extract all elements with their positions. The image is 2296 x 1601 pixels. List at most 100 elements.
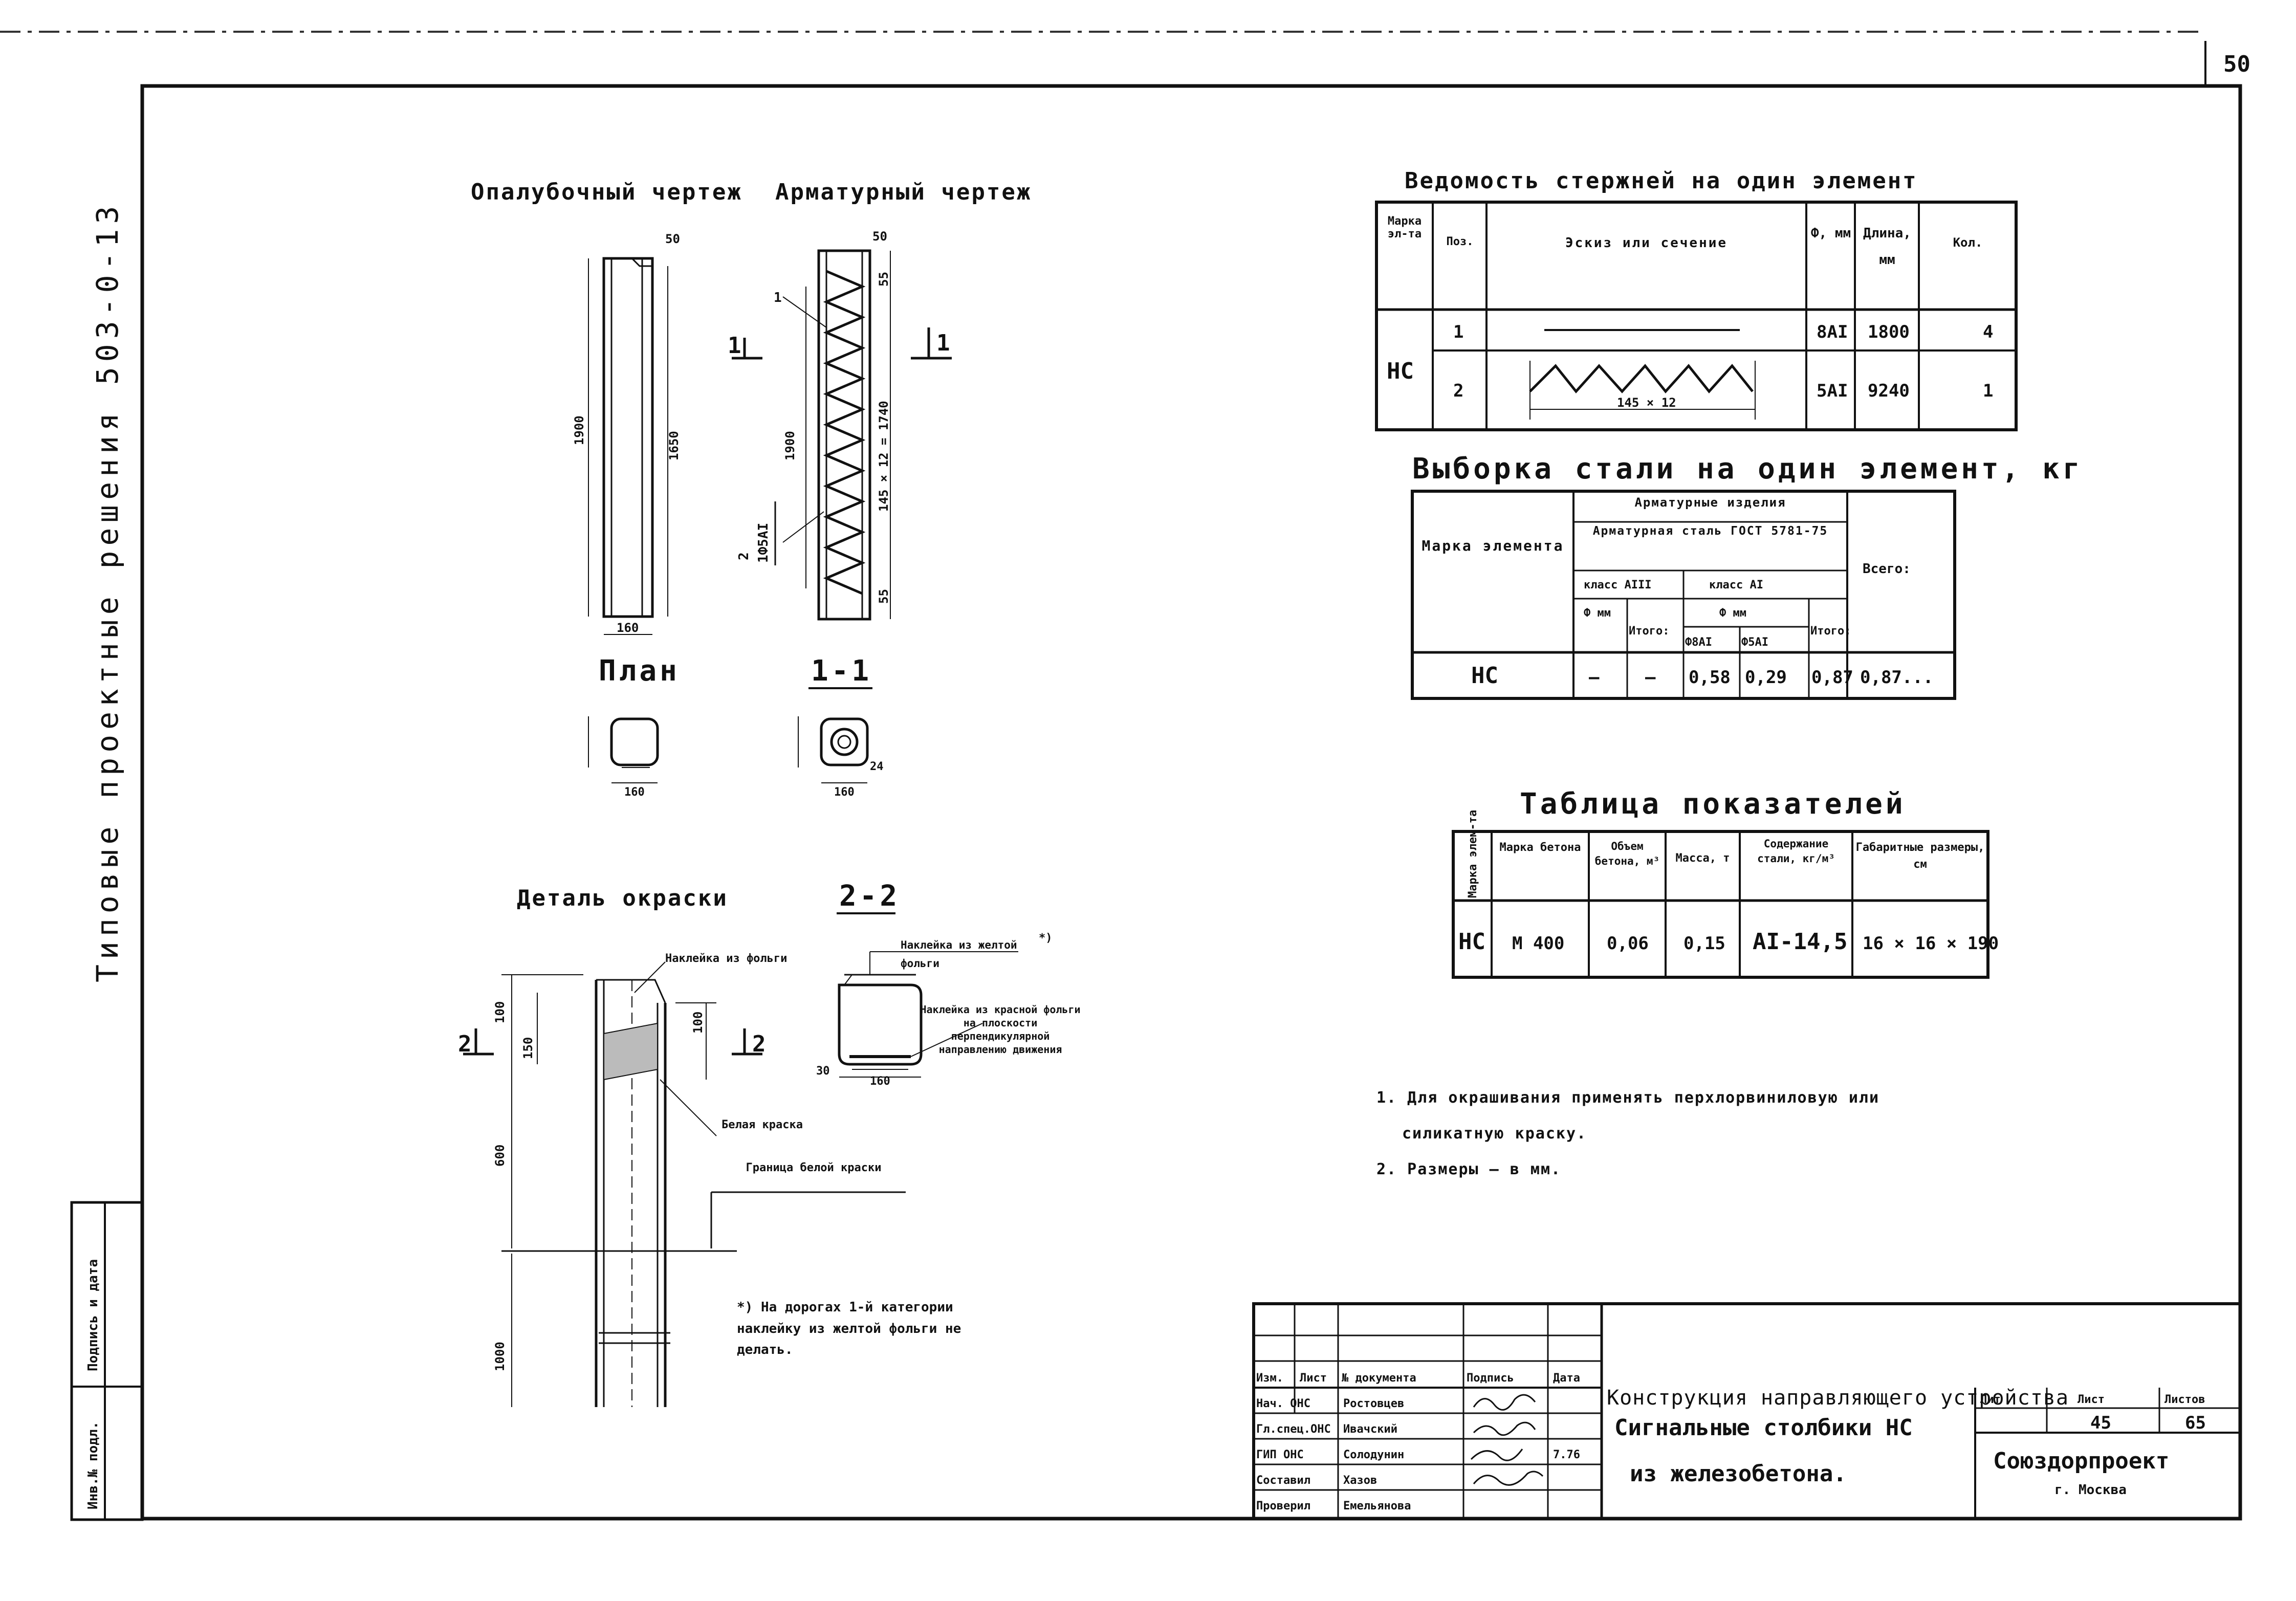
plan-dim-160: 160 bbox=[624, 786, 645, 799]
section-mark-1-left bbox=[732, 338, 762, 360]
steel-row-phi8: 0,58 bbox=[1689, 667, 1731, 688]
steel-h-mark: Марка элемента bbox=[1422, 537, 1562, 554]
side-title: Типовые проектные решения 503-0-13 bbox=[90, 201, 125, 982]
bars-row2-length: 9240 bbox=[1868, 381, 1910, 401]
tb-name-3: Хазов bbox=[1343, 1474, 1377, 1487]
bars-h-sketch: Эскиз или сечение bbox=[1565, 235, 1726, 251]
dim-55-top: 55 bbox=[877, 272, 891, 287]
steel-row-c1-total: 0,87 bbox=[1811, 667, 1853, 688]
painting-detail-heading: Деталь окраски bbox=[517, 885, 728, 911]
reinforcement-heading: Арматурный чертеж bbox=[775, 179, 1032, 205]
title-block-grid bbox=[1252, 1302, 2242, 1520]
side-stamp-sign: Подпись и дата bbox=[85, 1259, 101, 1371]
section-1-1-heading: 1-1 bbox=[811, 654, 872, 688]
tb-sheets-label: Листов bbox=[2164, 1393, 2205, 1406]
steel-h-phi-mm-3: Ф мм bbox=[1584, 607, 1611, 620]
dim-1650: 1650 bbox=[667, 431, 681, 460]
steel-table-grid bbox=[1411, 490, 1956, 700]
tb-h-doc: № документа bbox=[1342, 1372, 1416, 1385]
bars-element-mark: НС bbox=[1387, 358, 1414, 384]
section-dim-160: 160 bbox=[834, 786, 855, 799]
bars-h-dia: Ф, мм bbox=[1811, 226, 1851, 241]
tb-title-1: Конструкция направляющего устройства bbox=[1607, 1386, 2069, 1410]
steel-h-total3: Итого: bbox=[1629, 625, 1669, 638]
tb-role-3: Составил bbox=[1256, 1474, 1310, 1487]
tb-city: г. Москва bbox=[2054, 1482, 2127, 1498]
section-mark-1-right-label: 1 bbox=[936, 330, 952, 356]
tb-org: Союздорпроект bbox=[1993, 1448, 2169, 1474]
ind-row-2: 0,06 bbox=[1607, 933, 1649, 954]
bars-h-length: Длина, мм bbox=[1863, 226, 1911, 268]
ind-h-5: Габаритные размеры, см bbox=[1856, 841, 1985, 871]
tb-h-sheet: Лист bbox=[1300, 1372, 1327, 1385]
label-film-red: Наклейка из красной фольги на плоскости … bbox=[920, 1003, 1080, 1056]
ind-row-5: 16 × 16 × 190 bbox=[1863, 933, 1999, 954]
dim-50-reinforcement: 50 bbox=[872, 229, 887, 244]
bars-row2-dia: 5АI bbox=[1817, 381, 1848, 401]
label-footnote-mark: *) bbox=[1039, 932, 1053, 945]
reinforcement-elevation bbox=[782, 249, 891, 621]
steel-row-total: 0,87... bbox=[1860, 667, 1933, 688]
ind-h-1: Марка бетона bbox=[1500, 841, 1581, 854]
ind-row-4: АI-14,5 bbox=[1753, 929, 1847, 955]
tb-role-1: Гл.спец.ОНС bbox=[1256, 1423, 1331, 1436]
tb-h-rev: Изм. bbox=[1256, 1372, 1283, 1385]
section-2-2-view bbox=[838, 951, 1018, 1078]
section-2-dim-160: 160 bbox=[870, 1075, 890, 1088]
bars-row1-pos: 1 bbox=[1453, 322, 1463, 342]
bars-row2-sketch-label: 145 × 12 bbox=[1617, 396, 1676, 410]
tb-h-date: Дата bbox=[1553, 1372, 1580, 1385]
steel-h-class1: класс АI bbox=[1709, 579, 1763, 591]
tb-stage-label: Лит bbox=[1980, 1393, 2001, 1406]
ind-h-3: Масса, т bbox=[1676, 852, 1730, 865]
tb-role-0: Нач. ОНС bbox=[1256, 1397, 1310, 1410]
tb-sheet-label: Лист bbox=[2078, 1393, 2105, 1406]
indicators-table-title: Таблица показателей bbox=[1520, 787, 1906, 821]
tb-date-2: 7.76 bbox=[1553, 1449, 1580, 1461]
bars-table-title: Ведомость стержней на один элемент bbox=[1405, 168, 1918, 194]
steel-table-title: Выборка стали на один элемент, кг bbox=[1412, 452, 2083, 486]
label-film-yellow: Наклейка из желтой фольги bbox=[901, 939, 1017, 970]
dim-100-paint-right: 100 bbox=[691, 1012, 705, 1034]
bars-row1-length: 1800 bbox=[1868, 322, 1910, 342]
steel-h-total: Всего: bbox=[1863, 561, 1911, 577]
spiral-dimension: 145 × 12 = 1740 bbox=[877, 401, 891, 512]
steel-h-phi5: Ф5АI bbox=[1741, 636, 1768, 649]
tb-name-4: Емельянова bbox=[1343, 1500, 1411, 1512]
dim-600-paint: 600 bbox=[493, 1145, 507, 1167]
footnote: *) На дорогах 1-й категории наклейку из … bbox=[737, 1300, 961, 1357]
bar-mark-1: 1 bbox=[774, 290, 782, 305]
bar-callout: 1Ф5АI bbox=[756, 523, 771, 563]
bars-row2-pos: 2 bbox=[1453, 381, 1463, 401]
section-mark-1-left-label: 1 bbox=[728, 333, 743, 359]
steel-row-c3-phi: — bbox=[1589, 667, 1600, 688]
ind-h-0: Марка элем-та bbox=[1467, 810, 1479, 898]
section-dim-24: 24 bbox=[870, 760, 884, 773]
dim-160-formwork: 160 bbox=[617, 621, 639, 635]
note-1: 1. Для окрашивания применять перхлорвини… bbox=[1376, 1089, 1879, 1107]
dim-55-bottom: 55 bbox=[877, 589, 891, 604]
dim-50-formwork: 50 bbox=[665, 232, 680, 246]
tb-h-sign: Подпись bbox=[1467, 1372, 1514, 1385]
corner-sheet-number: 50 bbox=[2223, 51, 2250, 77]
tb-name-2: Солодунин bbox=[1343, 1449, 1404, 1461]
ind-row-0: НС bbox=[1458, 929, 1485, 955]
steel-h-phi-mm-1: Ф мм bbox=[1719, 607, 1746, 620]
sheet-frame bbox=[140, 84, 2242, 1521]
steel-row-c3-total: — bbox=[1645, 667, 1656, 688]
note-1-cont: силикатную краску. bbox=[1402, 1125, 1587, 1143]
label-white-paint: Белая краска bbox=[721, 1118, 803, 1131]
bars-h-mark: Марка эл-та bbox=[1388, 215, 1422, 240]
section-mark-2-right bbox=[732, 1028, 762, 1056]
tb-sheets: 65 bbox=[2185, 1413, 2206, 1433]
bars-row1-qty: 4 bbox=[1983, 322, 1993, 342]
bars-row2-qty: 1 bbox=[1983, 381, 1993, 401]
dim-100-paint: 100 bbox=[493, 1001, 507, 1023]
dim-1000-paint: 1000 bbox=[493, 1342, 507, 1371]
ind-h-2: Объем бетона, м³ bbox=[1595, 840, 1659, 867]
tb-name-1: Ивачский bbox=[1343, 1423, 1397, 1436]
section-mark-2-right-label: 2 bbox=[752, 1031, 768, 1057]
tb-title-3: из железобетона. bbox=[1630, 1461, 1847, 1487]
ind-row-3: 0,15 bbox=[1683, 933, 1725, 954]
